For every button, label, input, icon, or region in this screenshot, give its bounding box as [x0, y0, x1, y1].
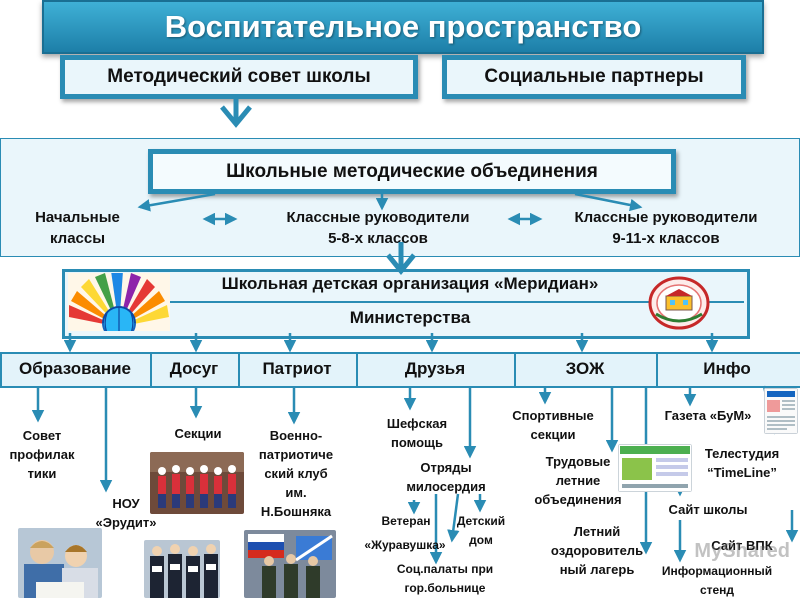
- leaf-orphanage: Детский дом: [448, 512, 514, 550]
- leaf-info-stand-line2: стенд: [699, 583, 735, 597]
- leaf-summer-camp-line1: Летний: [573, 524, 621, 539]
- smo-item-primary-line2: классы: [49, 230, 106, 247]
- cadets-photo: [144, 540, 220, 598]
- ministry-patriot: Патриот: [262, 359, 332, 378]
- leaf-mercy-squads-line1: Отряды: [420, 460, 472, 475]
- ministries-row: [0, 352, 800, 388]
- leaf-summer-camp: Летний оздоровитель ный лагерь: [538, 522, 656, 579]
- leaf-sections: Секции: [174, 426, 222, 441]
- leaf-patronage-line2: помощь: [391, 435, 443, 450]
- smo-item-9-11: Классные руководители 9-11-х классов: [548, 207, 784, 249]
- chevron-down-icon: [386, 253, 416, 275]
- leaf-patronage: Шефская помощь: [372, 414, 462, 452]
- website-screenshot-photo: [618, 444, 692, 492]
- leaf-veteran: Ветеран: [381, 514, 431, 528]
- leaf-labor-associations-line1: Трудовые: [545, 454, 611, 469]
- watermark: MyShared: [694, 540, 790, 562]
- dance-group-photo: [150, 452, 244, 514]
- method-council-box: Методический совет школы: [60, 55, 418, 99]
- leaf-tv-studio-line1: Телестудия: [704, 446, 780, 461]
- leaf-military-club-line1: Военно-: [269, 428, 323, 443]
- leaf-school-website: Сайт школы: [668, 502, 748, 517]
- smo-item-9-11-line2: 9-11-х классов: [612, 230, 720, 247]
- ministry-separator: [656, 352, 658, 388]
- leaf-tv-studio-line2: “TimeLine”: [707, 465, 777, 480]
- meridian-sun-logo: [68, 273, 170, 331]
- organization-ministries-label: Министерства: [349, 308, 471, 327]
- leaf-summer-camp-line2: оздоровитель: [550, 543, 644, 558]
- organization-bar: [62, 269, 750, 339]
- school-emblem-logo: [648, 276, 710, 330]
- leaf-labor-associations-line2: летние: [555, 473, 601, 488]
- leaf-sport-sections: Спортивные секции: [500, 406, 606, 444]
- organization-divider: [168, 301, 744, 303]
- ministry-healthy-lifestyle: ЗОЖ: [565, 359, 605, 378]
- social-partners-box: Социальные партнеры: [442, 55, 746, 99]
- leaf-summer-camp-line3: ный лагерь: [559, 562, 635, 577]
- leaf-nou-erudit-line1: НОУ: [112, 496, 140, 511]
- leaf-nou-erudit: НОУ «Эрудит»: [74, 494, 178, 532]
- leaf-orphanage-line1: Детский: [456, 514, 506, 528]
- leaf-prevention-council: Совет профилак тики: [0, 426, 84, 483]
- smo-item-9-11-line1: Классные руководители: [574, 209, 758, 226]
- page-title: Воспитательное пространство: [42, 0, 764, 54]
- leaf-military-club: Военно- патриотиче ский клуб им. Н.Бошня…: [246, 426, 346, 521]
- leaf-hospital-wards-line1: Соц.палаты при: [396, 562, 494, 576]
- ministry-info: Инфо: [703, 359, 751, 378]
- leaf-labor-associations: Трудовые летние объединения: [522, 452, 634, 509]
- flags-guard-photo: [244, 530, 336, 598]
- leaf-tv-studio: Телестудия “TimeLine”: [690, 444, 794, 482]
- leaf-hospital-wards-line2: гор.больнице: [404, 581, 486, 595]
- newspaper-thumbnail: [764, 388, 798, 434]
- leaf-hospital-wards: Соц.палаты при гор.больнице: [384, 560, 506, 598]
- leaf-military-club-line3: ский клуб: [264, 466, 328, 481]
- ministry-education: Образование: [18, 359, 132, 378]
- leaf-military-club-line4: им.: [285, 485, 307, 500]
- ministry-separator: [150, 352, 152, 388]
- leaf-military-club-line5: Н.Бошняка: [260, 504, 332, 519]
- students-reading-photo: [18, 528, 102, 598]
- leaf-patronage-line1: Шефская: [386, 416, 448, 431]
- smo-title-box: Школьные методические объединения: [148, 149, 676, 194]
- leaf-info-stand: Информационный стенд: [656, 562, 778, 600]
- leaf-nou-erudit-line2: «Эрудит»: [95, 515, 157, 530]
- leaf-sport-sections-line2: секции: [530, 427, 576, 442]
- leaf-prevention-council-line2: профилак: [9, 447, 75, 462]
- leaf-mercy-squads: Отряды милосердия: [394, 458, 498, 496]
- leaf-sport-sections-line1: Спортивные: [512, 408, 594, 423]
- leaf-labor-associations-line3: объединения: [534, 492, 622, 507]
- leaf-info-stand-line1: Информационный: [661, 564, 773, 578]
- smo-item-primary: Начальные классы: [10, 207, 145, 249]
- ministry-friends: Друзья: [404, 359, 466, 378]
- ministry-separator: [514, 352, 516, 388]
- leaf-mercy-squads-line2: милосердия: [406, 479, 486, 494]
- smo-item-5-8-line1: Классные руководители: [286, 209, 470, 226]
- leaf-vpk-website: Сайт ВПК: [711, 538, 773, 553]
- ministry-separator: [356, 352, 358, 388]
- leaf-zhuravushka: «Журавушка»: [364, 538, 446, 552]
- smo-item-primary-line1: Начальные: [35, 209, 120, 226]
- organization-title: Школьная детская организация «Меридиан»: [221, 274, 599, 293]
- leaf-military-club-line2: патриотиче: [258, 447, 334, 462]
- leaf-prevention-council-line3: тики: [27, 466, 57, 481]
- leaf-prevention-council-line1: Совет: [22, 428, 62, 443]
- leaf-newspaper-bum: Газета «БуМ»: [664, 408, 752, 423]
- ministry-leisure: Досуг: [169, 359, 219, 378]
- ministry-separator: [238, 352, 240, 388]
- leaf-orphanage-line2: дом: [469, 533, 493, 547]
